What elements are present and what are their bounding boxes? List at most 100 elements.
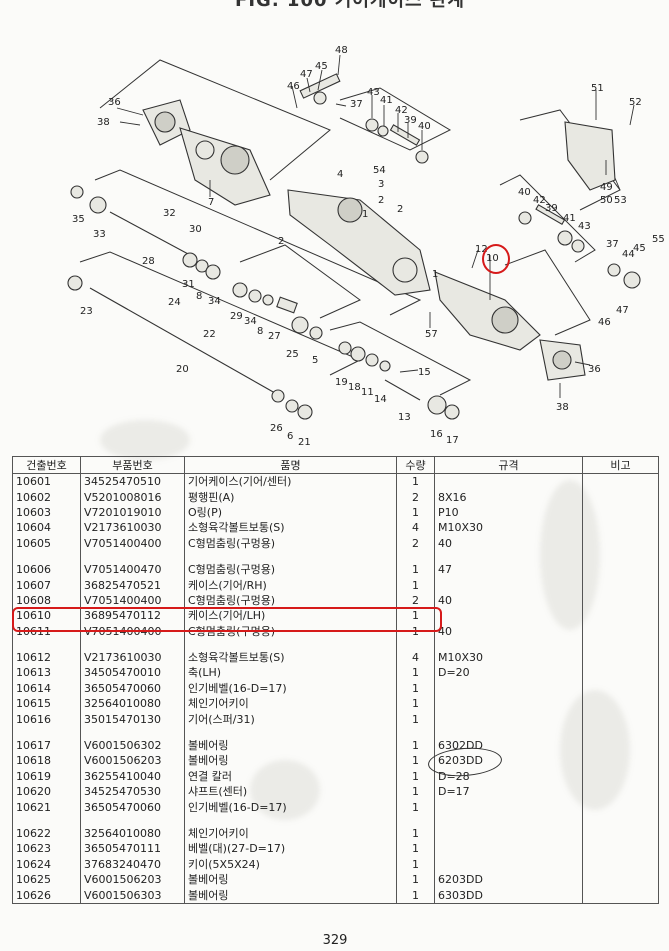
cell-ref: 10619 bbox=[12, 768, 81, 785]
exploded-diagram bbox=[67, 54, 641, 420]
cell-note bbox=[582, 608, 659, 624]
callout-number: 27 bbox=[268, 331, 281, 342]
table-group-spacer bbox=[12, 814, 659, 826]
spacer-cell bbox=[434, 814, 583, 826]
cell-qty: 1 bbox=[396, 577, 435, 593]
cell-name: 소형육각볼트보통(S) bbox=[184, 649, 397, 666]
cell-note bbox=[582, 592, 659, 609]
callout-number: 37 bbox=[350, 99, 363, 110]
header-part-no: 부품번호 bbox=[80, 456, 185, 474]
header-qty: 수량 bbox=[396, 456, 435, 474]
cell-part-no: V7051400470 bbox=[80, 561, 185, 578]
callout-number: 15 bbox=[418, 367, 431, 378]
callout-number: 28 bbox=[142, 256, 155, 267]
cell-qty: 1 bbox=[396, 856, 435, 872]
callout-number: 44 bbox=[622, 249, 635, 260]
callout-number: 24 bbox=[168, 297, 181, 308]
callout-number: 22 bbox=[203, 329, 216, 340]
cell-ref: 10621 bbox=[12, 799, 81, 815]
callout-number: 45 bbox=[315, 61, 328, 72]
cell-qty: 2 bbox=[396, 489, 435, 505]
cell-part-no: 32564010080 bbox=[80, 825, 185, 842]
cell-qty: 1 bbox=[396, 825, 435, 842]
cell-note bbox=[582, 680, 659, 697]
cell-name: 볼베어링 bbox=[184, 871, 397, 888]
cell-ref: 10605 bbox=[12, 535, 81, 551]
cell-spec: 6302DD bbox=[434, 737, 583, 754]
cell-ref: 10624 bbox=[12, 856, 81, 872]
cell-spec bbox=[434, 825, 583, 842]
table-group-spacer bbox=[12, 726, 659, 738]
spacer-cell bbox=[80, 550, 185, 562]
cell-part-no: 32564010080 bbox=[80, 696, 185, 712]
spacer-cell bbox=[396, 550, 435, 562]
cell-spec: D=17 bbox=[434, 784, 583, 800]
cell-ref: 10616 bbox=[12, 711, 81, 727]
cell-spec: D=28 bbox=[434, 768, 583, 785]
cell-name: 기어케이스(기어/센터) bbox=[184, 473, 397, 490]
header-name: 품명 bbox=[184, 456, 397, 474]
cell-ref: 10613 bbox=[12, 665, 81, 681]
cell-name: 체인기어키이 bbox=[184, 825, 397, 842]
callout-number: 32 bbox=[163, 208, 176, 219]
callout-number: 6 bbox=[287, 431, 294, 442]
cell-spec bbox=[434, 680, 583, 697]
callout-number: 45 bbox=[633, 243, 646, 254]
callout-number: 46 bbox=[287, 81, 300, 92]
callout-number: 31 bbox=[182, 279, 195, 290]
callout-number: 41 bbox=[380, 95, 393, 106]
cell-ref: 10603 bbox=[12, 504, 81, 521]
cell-spec bbox=[434, 799, 583, 815]
callout-number: 38 bbox=[556, 402, 569, 413]
scan-smudge bbox=[100, 420, 190, 460]
cell-ref: 10617 bbox=[12, 737, 81, 754]
spacer-cell bbox=[80, 638, 185, 650]
callout-number: 54 bbox=[373, 165, 386, 176]
callout-number: 40 bbox=[518, 187, 531, 198]
cell-name: 인기베벨(16-D=17) bbox=[184, 799, 397, 815]
cell-ref: 10602 bbox=[12, 489, 81, 505]
cell-spec bbox=[434, 608, 583, 624]
cell-ref: 10622 bbox=[12, 825, 81, 842]
cell-note bbox=[582, 825, 659, 842]
cell-note bbox=[582, 887, 659, 904]
cell-part-no: V6001506203 bbox=[80, 753, 185, 769]
spacer-cell bbox=[434, 638, 583, 650]
cell-note bbox=[582, 623, 659, 639]
cell-qty: 1 bbox=[396, 711, 435, 727]
callout-number: 11 bbox=[361, 387, 374, 398]
spacer-cell bbox=[184, 814, 397, 826]
cell-part-no: V2173610030 bbox=[80, 649, 185, 666]
cell-part-no: 36895470112 bbox=[80, 608, 185, 624]
cell-note bbox=[582, 753, 659, 769]
header-ref: 건출번호 bbox=[12, 456, 81, 474]
cell-ref: 10614 bbox=[12, 680, 81, 697]
callout-number: 37 bbox=[606, 239, 619, 250]
cell-spec bbox=[434, 577, 583, 593]
cell-note bbox=[582, 784, 659, 800]
spacer-cell bbox=[184, 638, 397, 650]
callout-number: 46 bbox=[598, 317, 611, 328]
cell-qty: 1 bbox=[396, 680, 435, 697]
callout-number: 55 bbox=[652, 234, 665, 245]
cell-qty: 1 bbox=[396, 665, 435, 681]
cell-name: 케이스(기어/LH) bbox=[184, 608, 397, 624]
cell-ref: 10618 bbox=[12, 753, 81, 769]
cell-ref: 10620 bbox=[12, 784, 81, 800]
cell-part-no: 37683240470 bbox=[80, 856, 185, 872]
callout-number: 47 bbox=[616, 305, 629, 316]
cell-ref: 10606 bbox=[12, 561, 81, 578]
spacer-cell bbox=[184, 726, 397, 738]
callout-number: 43 bbox=[578, 221, 591, 232]
callout-number: 47 bbox=[300, 69, 313, 80]
cell-name: 볼베어링 bbox=[184, 887, 397, 904]
cell-name: C형멈춤링(구멍용) bbox=[184, 561, 397, 578]
